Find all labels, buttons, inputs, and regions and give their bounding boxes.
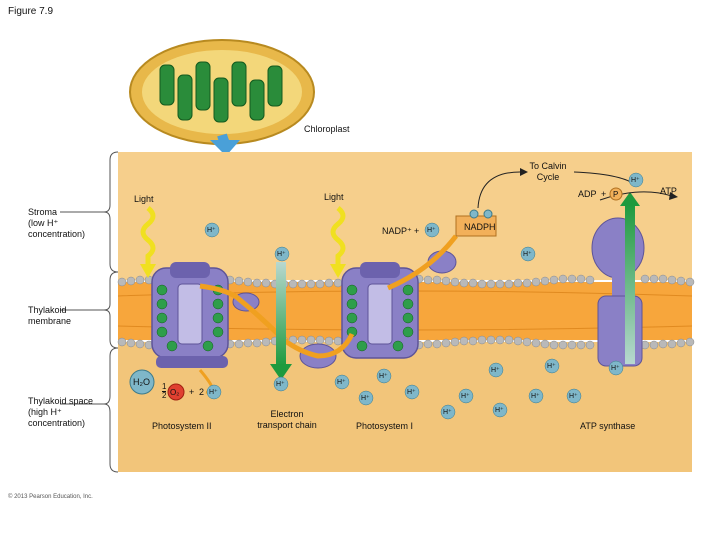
adp-label: ADP — [578, 189, 597, 199]
calvin-arrow — [477, 171, 521, 209]
photosystem-ii — [151, 262, 229, 368]
h-ion-label: H⁺ — [611, 365, 620, 372]
proton-pump-arrow — [276, 262, 286, 366]
light-label-ps1: Light — [324, 192, 344, 202]
h-ion-label: H⁺ — [547, 363, 556, 370]
h-ion-label: H⁺ — [337, 379, 346, 386]
h-ion-label: H⁺ — [569, 393, 578, 400]
thylakoid-space-line-3: concentration) — [28, 418, 86, 428]
calvin-line-1: To Calvin — [529, 161, 567, 171]
calvin-line-2: Cycle — [536, 172, 560, 182]
phosphate-marker — [609, 187, 623, 201]
electron-dot-2 — [483, 209, 493, 219]
nadp-plus: + — [414, 226, 420, 236]
h-ion-label: H⁺ — [276, 381, 285, 388]
thylakoid-membrane-line-1: Thylakoid — [28, 305, 67, 315]
h-ion-label: H⁺ — [277, 251, 286, 258]
atp-synthase-flow-arrow — [625, 204, 635, 364]
two-h-coefficient: 2 — [199, 387, 205, 397]
etc-label: Electron transport chain — [246, 409, 328, 431]
light-label-ps2: Light — [134, 194, 154, 204]
figure-label: Figure 7.9 — [8, 6, 54, 17]
h-ion-label: H⁺ — [443, 409, 452, 416]
o2-molecule — [167, 383, 185, 401]
etc-line-2: transport chain — [257, 420, 317, 430]
h-ion-label: H⁺ — [461, 393, 470, 400]
photosystem-i-label: Photosystem I — [356, 421, 414, 431]
h-ion-label: H⁺ — [427, 227, 436, 234]
atp-synthase-label: ATP synthase — [580, 421, 636, 431]
calvin-cycle-label: To Calvin Cycle — [524, 161, 572, 183]
half-denominator: 2 — [162, 391, 167, 400]
light-wave-ps1 — [330, 206, 346, 266]
h-ion-label: H⁺ — [491, 367, 500, 374]
thylakoid-membrane-line-2: membrane — [28, 316, 72, 326]
stroma-line-1: Stroma — [28, 207, 58, 217]
thylakoid-space-line-2: (high H⁺ — [28, 407, 62, 417]
h-ion-label: H⁺ — [531, 393, 540, 400]
h2o-label: H₂O — [133, 377, 150, 387]
water-plus: + — [189, 387, 195, 397]
h-ions — [204, 172, 644, 420]
atp-label: ATP — [660, 186, 677, 196]
copyright-notice: © 2013 Pearson Education, Inc. — [8, 494, 93, 500]
nadp-label: NADP⁺ — [382, 226, 412, 236]
h-ion-label: H⁺ — [631, 177, 640, 184]
electron-dot — [469, 209, 479, 219]
light-wave-ps2 — [140, 206, 156, 266]
h-ion-label: H⁺ — [407, 389, 416, 396]
h-ion-label: H⁺ — [209, 389, 218, 396]
stroma-label: Stroma (low H⁺ concentration) — [28, 207, 85, 240]
chloroplast-label: Chloroplast — [304, 124, 350, 134]
thylakoid-membrane-label: Thylakoid membrane — [28, 305, 71, 327]
nadph-label: NADPH — [464, 222, 496, 232]
h-ion-label: H⁺ — [495, 407, 504, 414]
photosystem-ii-label: Photosystem II — [152, 421, 212, 431]
h2o-molecule — [129, 369, 155, 395]
etc-line-1: Electron — [270, 409, 304, 419]
o2-label: O₂ — [170, 388, 180, 397]
adp-plus: + — [601, 189, 607, 199]
h-ion-label: H⁺ — [361, 395, 370, 402]
stroma-line-2: (low H⁺ — [28, 218, 59, 228]
thylakoid-space-label: Thylakoid space (high H⁺ concentration) — [28, 396, 93, 429]
h-ion-label: H⁺ — [207, 227, 216, 234]
stroma-line-3: concentration) — [28, 229, 86, 239]
p-label: P — [613, 190, 619, 199]
h-ion-label: H⁺ — [523, 251, 532, 258]
half-numerator: 1 — [162, 382, 167, 391]
h-ion-label: H⁺ — [379, 373, 388, 380]
half-fraction: 1 2 — [162, 382, 167, 400]
thylakoid-space-line-1: Thylakoid space — [28, 396, 94, 406]
photosystem-i — [341, 262, 419, 359]
